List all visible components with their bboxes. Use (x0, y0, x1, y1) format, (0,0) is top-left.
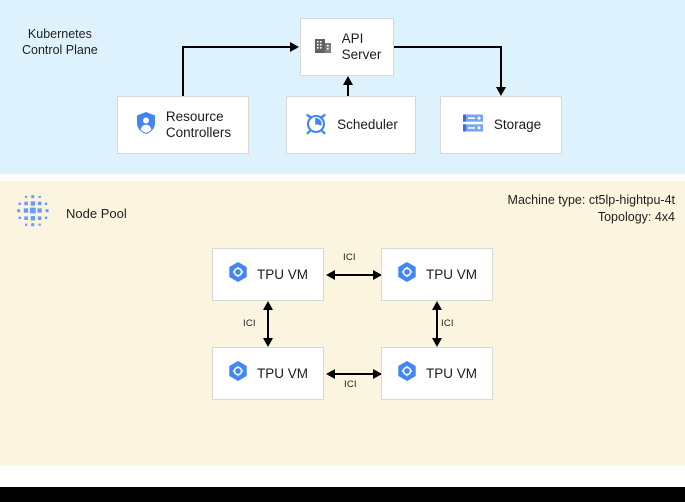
server-rack-icon (461, 112, 485, 139)
node-tpu-vm-4-label: TPU VM (425, 365, 477, 381)
ici-left-line (267, 309, 269, 339)
ici-top-arrowhead-left (326, 270, 335, 280)
node-pool-header: Node Pool (14, 192, 127, 235)
edge-resource-controllers-to-api-server-horizontal (182, 46, 290, 48)
ici-left-label: ICI (243, 318, 256, 329)
node-resource-controllers[interactable]: Resource Controllers (117, 96, 249, 154)
node-tpu-vm-2-label: TPU VM (425, 266, 477, 282)
edge-resource-controllers-to-api-server-vertical (182, 47, 184, 96)
tpu-hexagon-icon (228, 261, 248, 288)
tpu-hexagon-icon (397, 360, 417, 387)
ici-top-line (334, 274, 382, 276)
arrowhead-to-api-server-bottom (343, 76, 353, 85)
node-scheduler[interactable]: Scheduler (286, 96, 416, 154)
node-api-server-label: API Server (341, 31, 382, 62)
arrowhead-to-api-server-left (290, 42, 299, 52)
ici-left-arrowhead-up (263, 301, 273, 310)
ici-bottom-arrowhead-left (326, 369, 335, 379)
ici-top-arrowhead-right (373, 270, 382, 280)
node-pool-title: Node Pool (66, 206, 127, 221)
edge-api-server-to-storage-horizontal (394, 46, 502, 48)
tpu-hexagon-icon (228, 360, 248, 387)
node-tpu-vm-2[interactable]: TPU VM (381, 248, 493, 301)
node-resource-controllers-label: Resource Controllers (165, 109, 232, 140)
machine-type-text: Machine type: ct5lp-hightpu-4t (507, 193, 675, 207)
node-pool-panel (0, 181, 685, 466)
edge-api-server-to-storage-vertical (500, 46, 502, 88)
edge-scheduler-to-api-server (347, 84, 349, 97)
node-storage[interactable]: Storage (440, 96, 562, 154)
ici-top-label: ICI (343, 252, 356, 263)
ici-bottom-line (334, 373, 382, 375)
dot-cluster-icon (14, 192, 52, 235)
ici-right-label: ICI (441, 318, 454, 329)
bottom-bar (0, 487, 685, 502)
machine-info: Machine type: ct5lp-hightpu-4t Topology:… (508, 192, 675, 226)
node-api-server[interactable]: API Server (300, 18, 394, 76)
control-plane-title: Kubernetes Control Plane (22, 27, 98, 57)
ici-left-arrowhead-down (263, 338, 273, 347)
ici-right-arrowhead-up (432, 301, 442, 310)
ici-bottom-arrowhead-right (373, 369, 382, 379)
topology-text: Topology: 4x4 (597, 210, 675, 224)
ici-bottom-label: ICI (344, 379, 357, 390)
node-tpu-vm-1[interactable]: TPU VM (212, 248, 324, 301)
ici-right-line (436, 309, 438, 339)
ici-right-arrowhead-down (432, 338, 442, 347)
node-scheduler-label: Scheduler (337, 117, 398, 132)
node-tpu-vm-1-label: TPU VM (256, 266, 308, 282)
building-icon (313, 35, 333, 60)
alarm-clock-icon (304, 111, 328, 140)
arrowhead-to-storage (496, 87, 506, 96)
node-tpu-vm-3-label: TPU VM (256, 365, 308, 381)
node-storage-label: Storage (493, 117, 542, 132)
shield-user-icon (135, 111, 157, 140)
node-tpu-vm-3[interactable]: TPU VM (212, 347, 324, 400)
tpu-hexagon-icon (397, 261, 417, 288)
node-tpu-vm-4[interactable]: TPU VM (381, 347, 493, 400)
